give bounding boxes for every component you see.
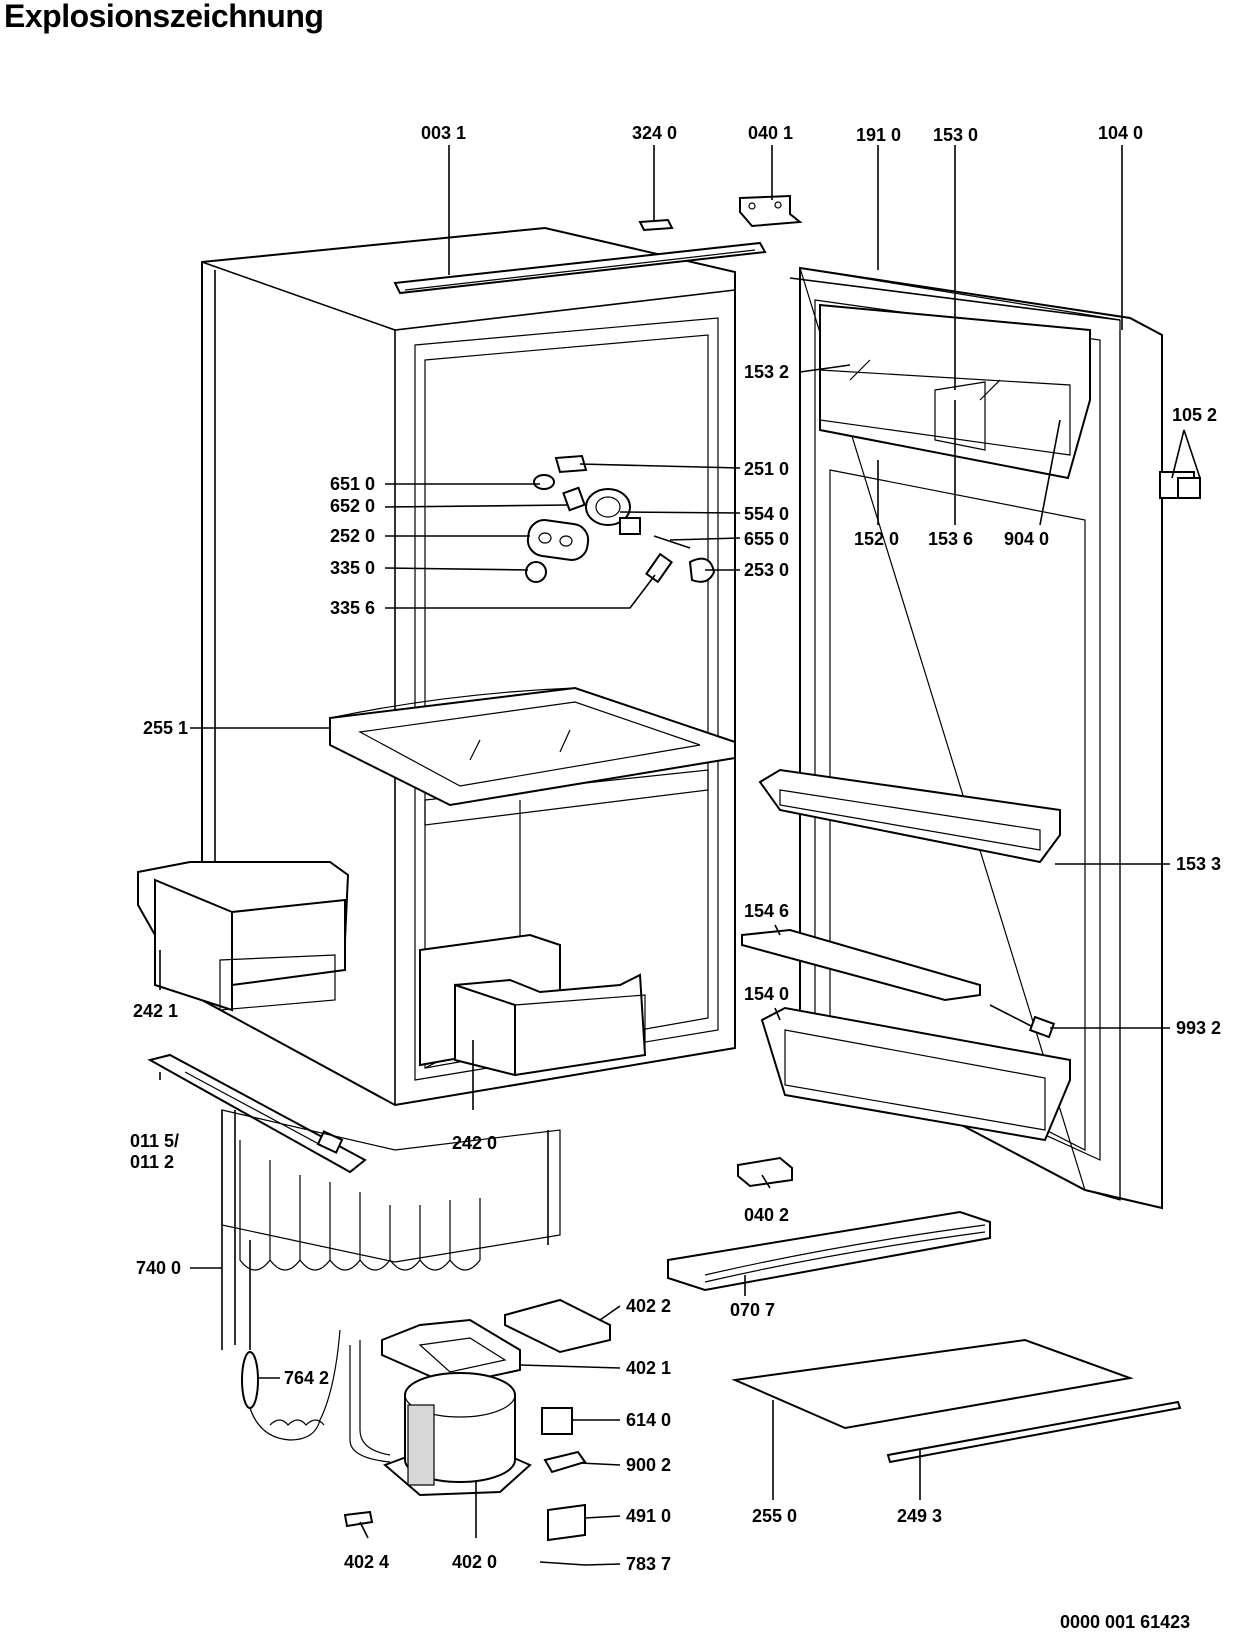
label-900-2: 900 2 <box>626 1455 671 1475</box>
part-402-4-clip <box>343 1510 374 1528</box>
part-153-3-door-rack <box>758 768 1061 864</box>
label-904-0: 904 0 <box>1004 529 1049 549</box>
part-040-1-hinge <box>739 194 803 228</box>
label-652-0: 652 0 <box>330 496 375 516</box>
label-154-6: 154 6 <box>744 901 789 921</box>
part-040-2-hinge <box>737 1156 793 1188</box>
label-152-0: 152 0 <box>854 529 899 549</box>
part-153-2-top-rack <box>819 303 1091 480</box>
label-255-1: 255 1 <box>143 718 188 738</box>
label-783-7: 783 7 <box>626 1554 671 1574</box>
label-153-6: 153 6 <box>928 529 973 549</box>
part-154-0-bottle-rack <box>760 1006 1071 1142</box>
label-764-2: 764 2 <box>284 1368 329 1388</box>
label-335-6: 335 6 <box>330 598 375 618</box>
part-324-0-clip <box>638 218 674 232</box>
label-040-1: 040 1 <box>748 123 793 143</box>
part-242-1-bin <box>137 861 350 1012</box>
label-104-0: 104 0 <box>1098 123 1143 143</box>
page-title: Explosionszeichnung <box>4 0 324 34</box>
label-040-2: 040 2 <box>744 1205 789 1225</box>
label-003-1: 003 1 <box>421 123 466 143</box>
label-153-2: 153 2 <box>744 362 789 382</box>
label-491-0: 491 0 <box>626 1506 671 1526</box>
label-252-0: 252 0 <box>330 526 375 546</box>
label-070-7: 070 7 <box>730 1300 775 1320</box>
part-105-2-hinge-pin <box>1159 471 1201 499</box>
label-402-0: 402 0 <box>452 1552 497 1572</box>
label-993-2: 993 2 <box>1176 1018 1221 1038</box>
label-614-0: 614 0 <box>626 1410 671 1430</box>
part-614-0-relay <box>541 1407 573 1435</box>
part-011-bottom-rail <box>147 1053 367 1174</box>
part-402-1-bracket <box>381 1318 521 1387</box>
label-402-4: 402 4 <box>344 1552 389 1572</box>
label-191-0: 191 0 <box>856 125 901 145</box>
part-249-3-strip <box>886 1400 1182 1464</box>
part-783-7-cable <box>539 1561 586 1566</box>
part-labels: 003 1 324 0 040 1 191 0 153 0 104 0 153 … <box>130 123 1221 1574</box>
part-491-0-cover <box>547 1503 586 1542</box>
label-655-0: 655 0 <box>744 529 789 549</box>
part-070-7-trim-profile <box>667 1210 991 1292</box>
label-153-3: 153 3 <box>1176 854 1221 874</box>
label-105-2: 105 2 <box>1172 405 1217 425</box>
label-253-0: 253 0 <box>744 560 789 580</box>
part-402-2-cover <box>504 1298 611 1354</box>
label-554-0: 554 0 <box>744 504 789 524</box>
label-011-2: 011 2 <box>130 1152 174 1172</box>
label-402-1: 402 1 <box>626 1358 671 1378</box>
label-242-1: 242 1 <box>133 1001 178 1021</box>
part-764-2-capillary <box>241 1240 341 1441</box>
part-242-0-drawer <box>419 933 647 1077</box>
part-255-0-panel <box>731 1338 1134 1430</box>
part-255-1-glass-shelf <box>329 686 736 807</box>
label-324-0: 324 0 <box>632 123 677 143</box>
part-900-2-overload <box>543 1450 587 1474</box>
label-251-0: 251 0 <box>744 459 789 479</box>
label-740-0: 740 0 <box>136 1258 181 1278</box>
thermostat-light-assembly <box>525 454 716 584</box>
label-255-0: 255 0 <box>752 1506 797 1526</box>
part-154-6-bottle-retainer <box>741 928 981 1002</box>
leader-lines <box>159 145 1201 1566</box>
label-249-3: 249 3 <box>897 1506 942 1526</box>
label-242-0: 242 0 <box>452 1133 497 1153</box>
part-740-0-condenser <box>221 1109 561 1350</box>
part-402-0-compressor <box>349 1340 532 1497</box>
part-003-1-top-trim <box>393 241 767 295</box>
label-335-0: 335 0 <box>330 558 375 578</box>
label-154-0: 154 0 <box>744 984 789 1004</box>
label-402-2: 402 2 <box>626 1296 671 1316</box>
label-153-0: 153 0 <box>933 125 978 145</box>
label-011-5: 011 5/ <box>130 1131 179 1151</box>
document-number: 0000 001 61423 <box>1060 1612 1191 1632</box>
part-993-2-catch <box>989 1004 1056 1039</box>
label-651-0: 651 0 <box>330 474 375 494</box>
